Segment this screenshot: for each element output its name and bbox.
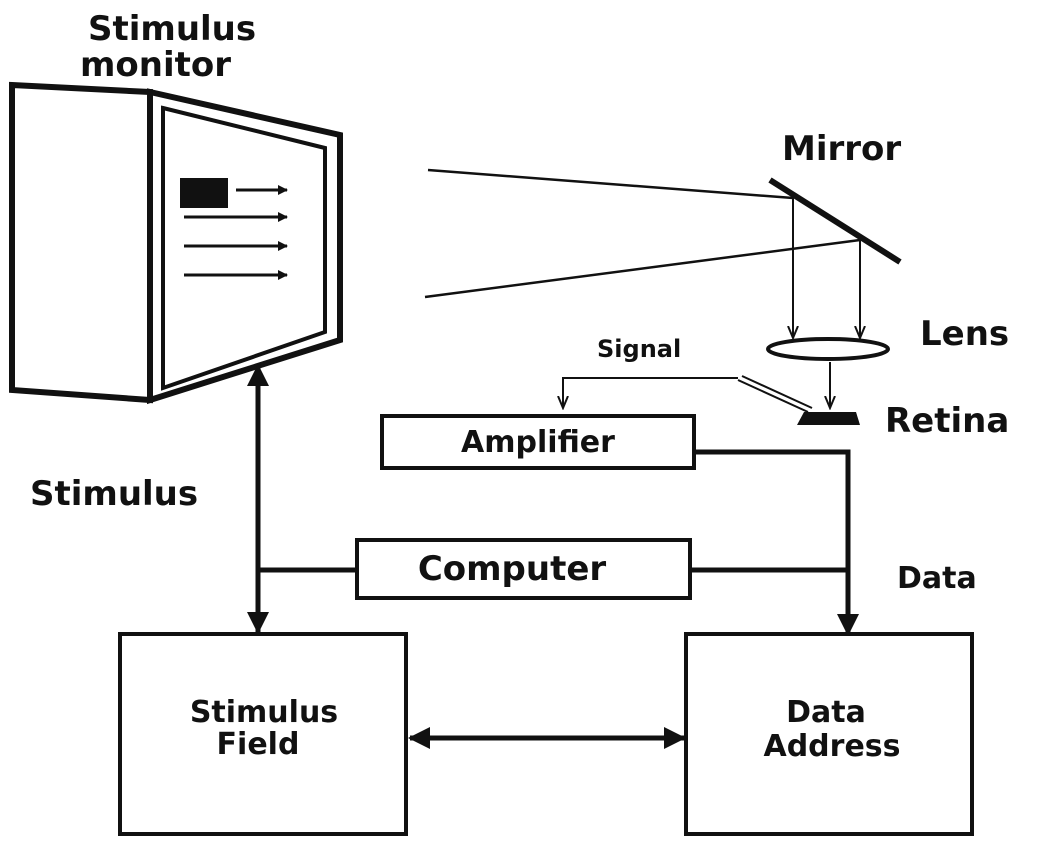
amplifier-label: Amplifier (461, 425, 615, 460)
lens-label: Lens (920, 314, 1009, 354)
stimulus-bar (180, 178, 228, 208)
stimulus-monitor-label-line2: monitor (80, 45, 231, 85)
retina (797, 412, 860, 425)
amplifier-box (380, 414, 696, 470)
data-label: Data (897, 561, 977, 596)
stimulus-monitor (9, 81, 343, 405)
mirror-label: Mirror (782, 129, 901, 169)
computer-label: Computer (418, 549, 607, 589)
stimulus-field-box (118, 632, 408, 836)
data-address-label-line2: Address (763, 729, 900, 764)
stimulus-field-label-line2: Field (217, 727, 300, 762)
stimulus-label: Stimulus (30, 474, 198, 514)
data-address-label-line1: Data (786, 695, 866, 730)
data-address-box (684, 632, 974, 836)
retina-label: Retina (885, 401, 1009, 441)
projection-rays (424, 168, 861, 299)
signal-label: Signal (597, 335, 681, 363)
amplifier-to-data-address-line (694, 449, 859, 636)
stimulus-field-label-line1: Stimulus (190, 695, 338, 730)
computer-box (355, 538, 692, 600)
mirror (768, 177, 902, 265)
stimulus-monitor-label-line1: Stimulus (88, 9, 256, 49)
reflected-rays (793, 198, 860, 338)
signal-path (563, 375, 813, 413)
lens (766, 337, 890, 361)
